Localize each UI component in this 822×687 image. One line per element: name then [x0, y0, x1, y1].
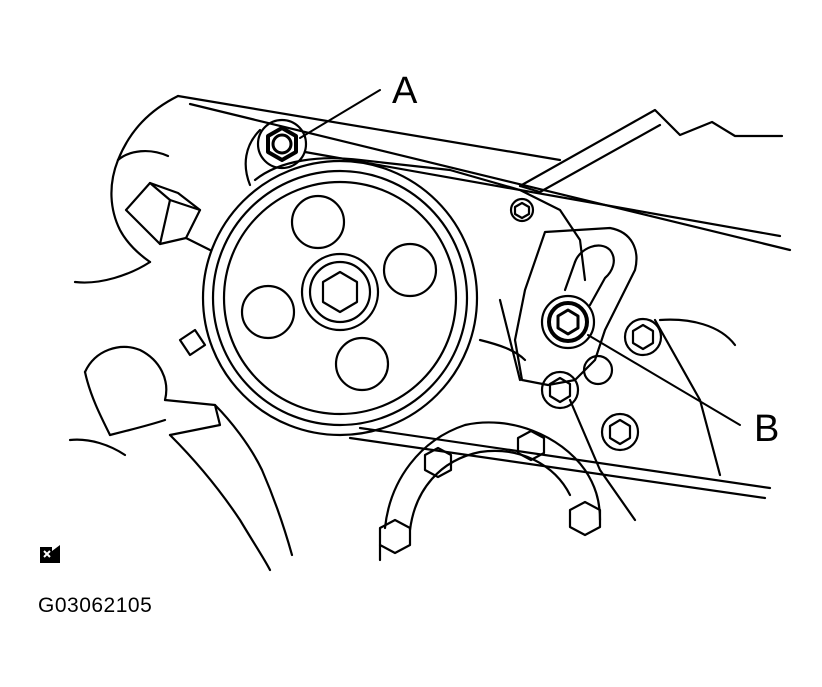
pulley-hole-right	[382, 242, 438, 298]
leader-line-b	[587, 334, 741, 426]
bracket-bolts	[509, 197, 663, 452]
hose-connector	[124, 181, 212, 252]
pulley-nut	[321, 270, 359, 314]
bolt-a	[256, 118, 308, 170]
pulley-hole-left	[240, 284, 296, 340]
bolt-b	[540, 294, 596, 350]
lower-hose	[68, 328, 294, 572]
drive-belt	[176, 94, 792, 500]
callout-label-a: A	[392, 70, 418, 112]
view-direction-icon	[40, 545, 60, 563]
adjustment-bracket	[498, 226, 638, 387]
figure-id: G03062105	[38, 594, 153, 617]
pulley-hub	[300, 252, 380, 332]
callout-label-b: B	[754, 408, 780, 450]
upper-bracket	[518, 108, 784, 194]
leader-line-a	[299, 89, 381, 139]
engine-housing	[73, 94, 262, 284]
crankshaft-pulley	[378, 421, 602, 562]
pulley-hole-bottom	[334, 336, 390, 392]
pulley	[201, 159, 479, 437]
right-housing	[568, 318, 737, 522]
pump-body	[253, 157, 587, 362]
pulley-hole-top	[290, 194, 346, 250]
